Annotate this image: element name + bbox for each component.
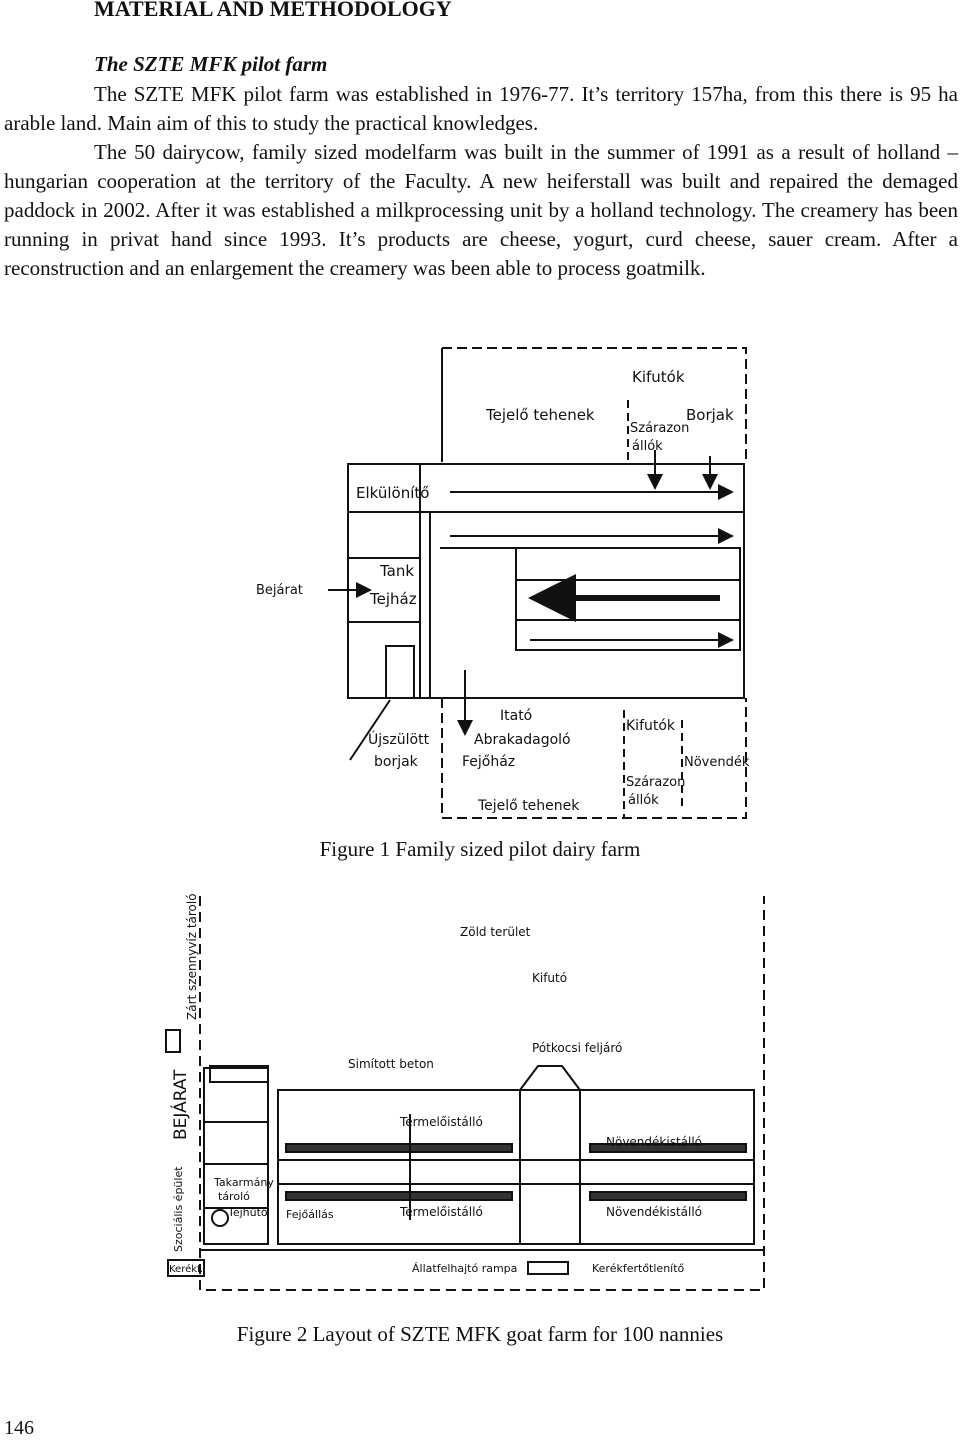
label-allok-top: állók xyxy=(632,439,663,454)
label-ujszulott: Újszülött xyxy=(368,730,430,748)
label-tarolo: tároló xyxy=(218,1190,250,1203)
page-number: 146 xyxy=(4,1417,34,1439)
label-novendek: Növendék xyxy=(684,755,750,770)
label-novendekistallo-bottom: Növendékistálló xyxy=(606,1205,702,1219)
section-heading: MATERIAL AND METHODOLOGY xyxy=(94,0,452,21)
label-tejelo-top: Tejelő tehenek xyxy=(485,406,595,424)
figure-1-caption: Figure 1 Family sized pilot dairy farm xyxy=(319,837,641,861)
figure-2-svg: Zöld terület Kifutó Zárt szennyvíz tárol… xyxy=(165,893,765,1291)
figure-1-diagram: Kifutók Tejelő tehenek Szárazon állók Bo… xyxy=(250,340,750,830)
label-borjak-top: Borjak xyxy=(686,406,734,424)
label-szocialis-epulet: Szociális épület xyxy=(172,1166,185,1252)
figure-2-structure xyxy=(165,896,765,1291)
label-szarazon-top: Szárazon xyxy=(630,421,689,436)
label-kifuto: Kifutó xyxy=(532,971,567,985)
label-szarazon-bottom: Szárazon xyxy=(626,775,685,790)
label-allok-bottom: állók xyxy=(628,793,659,808)
figure-2-labels: Zöld terület Kifutó Zárt szennyvíz tárol… xyxy=(169,893,702,1275)
figure-2-caption: Figure 2 Layout of SZTE MFK goat farm fo… xyxy=(236,1322,724,1346)
label-fejoallas: Fejőállás xyxy=(286,1208,334,1221)
label-kerekf: Kerékf. xyxy=(169,1263,203,1275)
label-bejarat: Bejárat xyxy=(256,583,303,598)
label-bejarat-2: BEJÁRAT xyxy=(169,1069,191,1140)
label-tank: Tank xyxy=(379,562,414,580)
figure-1-arrows xyxy=(328,450,734,761)
label-borjak-bottom: borjak xyxy=(374,754,419,770)
label-kifutok-top: Kifutók xyxy=(632,368,685,386)
label-takarmany: Takarmány xyxy=(213,1176,274,1189)
label-kifutok-bottom: Kifutók xyxy=(626,718,676,734)
label-potkocsi-feljaro: Pótkocsi feljáró xyxy=(532,1041,622,1055)
label-termeloistallo-top: Termelőistálló xyxy=(399,1115,483,1129)
label-tejhaz: Tejház xyxy=(369,590,417,608)
label-allatfelhajto: Állatfelhajtó rampa xyxy=(412,1262,517,1275)
label-simitott-beton: Simított beton xyxy=(348,1057,434,1071)
label-tejhuto: Tejhűtő xyxy=(227,1206,268,1219)
label-fejohaz: Fejőház xyxy=(462,754,515,770)
figure-1-labels: Kifutók Tejelő tehenek Szárazon állók Bo… xyxy=(256,368,750,814)
paragraph-2: The 50 dairycow, family sized modelfarm … xyxy=(4,140,958,280)
label-abrakadagolo: Abrakadagoló xyxy=(474,732,571,748)
label-zart-szennyviz: Zárt szennyvíz tároló xyxy=(185,893,199,1020)
label-novendekistallo-top: Növendékistálló xyxy=(606,1135,702,1149)
figure-2-diagram: Zöld terület Kifutó Zárt szennyvíz tárol… xyxy=(160,890,800,1300)
subsection-heading: The SZTE MFK pilot farm xyxy=(94,52,328,76)
label-termeloistallo-bottom: Termelőistálló xyxy=(399,1205,483,1219)
label-kerekfertotlenito: Kerékfertőtlenítő xyxy=(592,1262,685,1275)
figure-1-structure xyxy=(347,347,747,819)
label-tejelo-bottom: Tejelő tehenek xyxy=(477,798,580,814)
paragraph-1: The SZTE MFK pilot farm was established … xyxy=(4,82,958,135)
figure-1-svg: Kifutók Tejelő tehenek Szárazon állók Bo… xyxy=(256,347,750,819)
label-itato: Itató xyxy=(500,708,532,724)
label-zold-terulet: Zöld terület xyxy=(460,925,531,939)
label-elkulonito: Elkülönítő xyxy=(356,484,429,502)
